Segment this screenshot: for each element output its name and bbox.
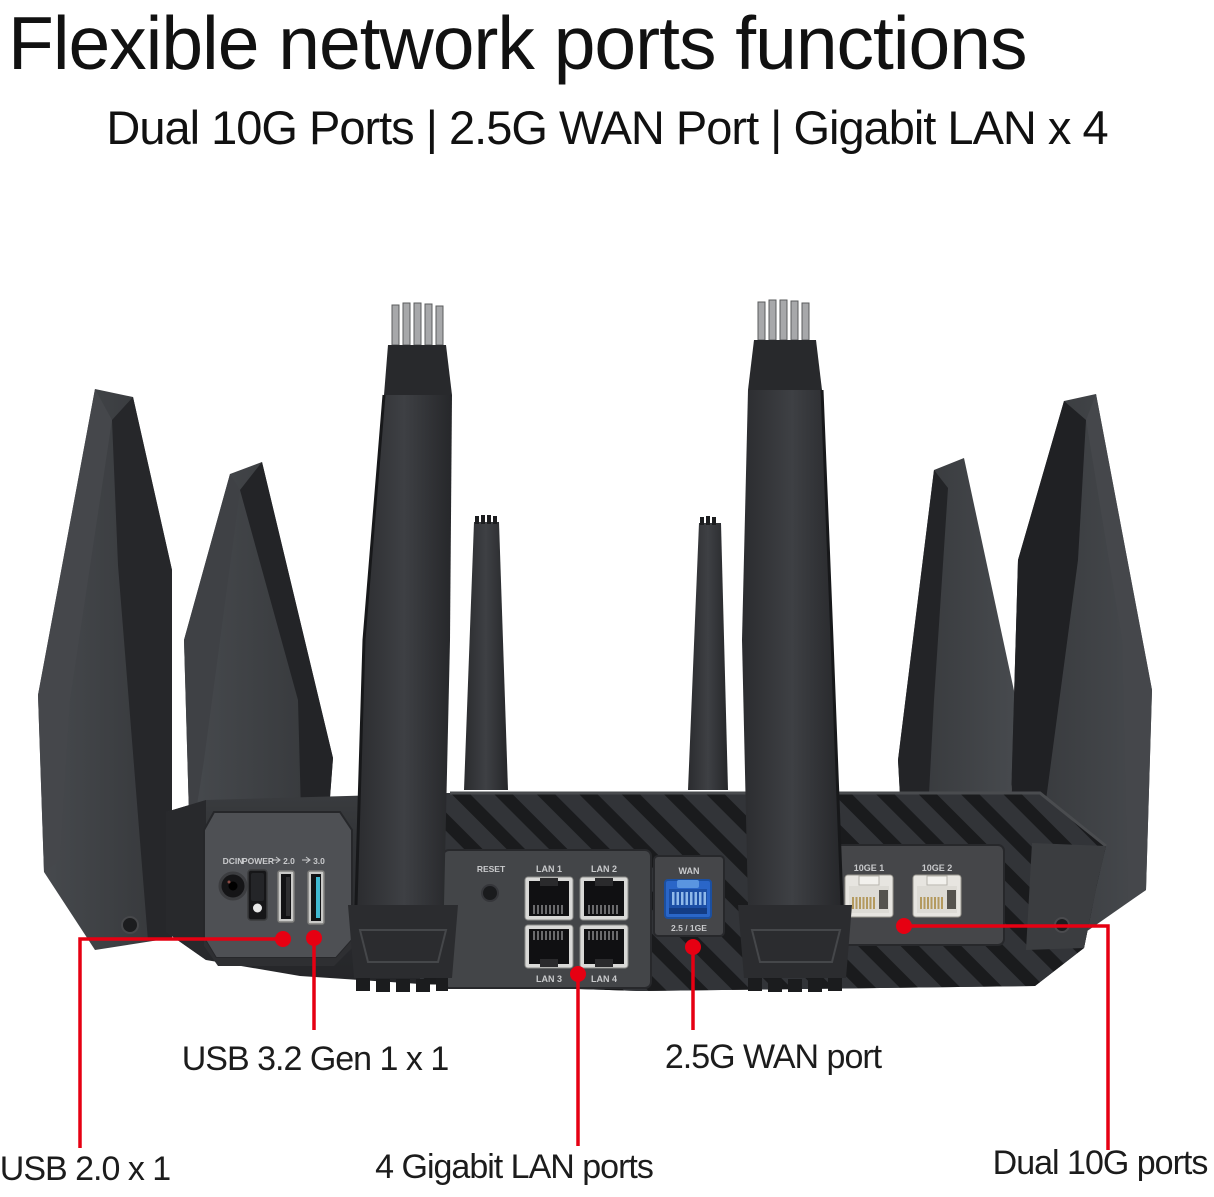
wan-label: WAN [679,866,700,876]
lan-callout-line [570,966,586,1146]
lan-panel: RESET LAN 1 LAN 2 LAN 3 LAN 4 [442,849,652,989]
ge10-1-label: 10GE 1 [854,863,885,873]
usb2-port [277,870,295,923]
callout-usb32-label: USB 3.2 Gen 1 x 1 [181,1040,449,1078]
antenna-foot-teeth [356,978,448,992]
wan-callout-line [685,939,701,1030]
antenna-thin-right [688,516,728,790]
ten-gig-port-2 [912,874,962,918]
ten-gig-callout-line [896,918,1110,1150]
ten-gig-port-1 [844,874,894,918]
wan-panel: WAN 2.5 / 1GE [653,855,725,937]
lan4-label: LAN 4 [591,974,617,984]
antenna-comb-teeth [391,302,444,346]
lan2-port [579,876,629,921]
callout-wan-label: 2.5G WAN port [664,1038,882,1076]
ten-gig-panel: 10GE 1 10GE 2 [815,844,1005,946]
lan3-port [524,924,574,969]
wan-port [664,879,712,919]
antenna-comb-teeth [757,299,810,341]
power-switch [247,869,268,921]
power-usb-panel: DCIN POWER 2.0 [203,811,353,966]
callout-lan-label: 4 Gigabit LAN ports [375,1148,654,1186]
antenna-tall-center-right [738,299,852,992]
usb3-label: 3.0 [313,856,325,866]
lan1-port [524,876,574,921]
reset-label: RESET [477,864,506,874]
body-right-corner [1026,843,1106,950]
lan1-label: LAN 1 [536,864,562,874]
antenna-blade-right-inner [898,458,1016,850]
page-subtitle: Dual 10G Ports | 2.5G WAN Port | Gigabit… [106,101,1108,154]
usb32-callout-line [306,930,322,1030]
antenna-tall-center-left [348,302,458,992]
antenna-blade-left-outer [38,389,172,950]
usb20-callout-line [78,931,291,1148]
usb2-icon [272,856,281,864]
lan3-label: LAN 3 [536,974,562,984]
dc-power-jack [218,871,248,901]
antenna-blade-left-inner [184,462,333,850]
usb3-icon [302,856,311,864]
antenna-thin-left [464,515,508,790]
page-title: Flexible network ports functions [8,1,1027,85]
dcin-label: DCIN [223,856,244,866]
callout-lines [78,918,1110,1150]
reset-button [481,884,499,902]
screw-left [121,916,139,934]
lan4-port [579,924,629,969]
callout-usb20-label: USB 2.0 x 1 [0,1150,171,1188]
lan2-label: LAN 2 [591,864,617,874]
wan-speed-label: 2.5 / 1GE [671,923,707,933]
usb3-port [307,870,325,925]
usb2-label: 2.0 [283,856,295,866]
ge10-2-label: 10GE 2 [922,863,953,873]
antenna-foot-teeth [748,978,842,992]
callout-ten-gig-label: Dual 10G ports [992,1144,1209,1182]
power-label: POWER [242,856,274,866]
